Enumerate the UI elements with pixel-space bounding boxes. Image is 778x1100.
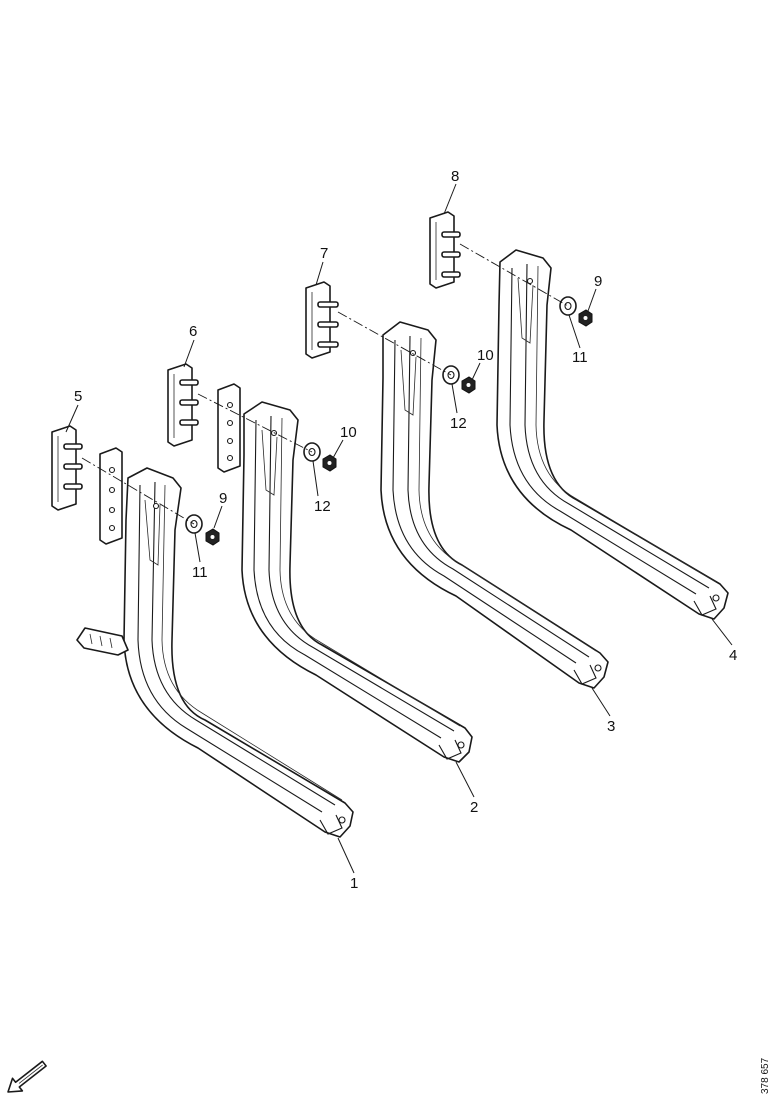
callout-11-left: 11 bbox=[192, 564, 208, 581]
callout-8: 8 bbox=[451, 168, 459, 185]
callouts: 1 2 3 4 5 6 7 8 9 9 10 10 11 11 12 12 bbox=[74, 168, 737, 892]
stay-4 bbox=[496, 249, 729, 620]
callout-3: 3 bbox=[607, 718, 615, 735]
callout-6: 6 bbox=[189, 323, 197, 340]
callout-12-right: 12 bbox=[450, 415, 467, 432]
stay-3 bbox=[380, 321, 609, 689]
callout-7: 7 bbox=[320, 245, 328, 262]
callout-10-left: 10 bbox=[340, 424, 357, 441]
callout-9-right: 9 bbox=[594, 273, 602, 290]
arrow-down-left-icon bbox=[7, 1060, 47, 1093]
callout-5: 5 bbox=[74, 388, 82, 405]
callout-2: 2 bbox=[470, 799, 478, 816]
bracket-5 bbox=[51, 425, 123, 545]
leader-lines bbox=[65, 183, 733, 874]
washer-11-right bbox=[559, 296, 577, 316]
nut-10-left bbox=[322, 454, 337, 472]
nut-10-right bbox=[461, 376, 476, 394]
bracket-7 bbox=[305, 281, 339, 359]
stay-2 bbox=[241, 401, 473, 763]
stay-1 bbox=[76, 467, 354, 838]
callout-9-left: 9 bbox=[219, 490, 227, 507]
bracket-6 bbox=[167, 363, 241, 473]
assembly-lines bbox=[81, 243, 569, 525]
bracket-8 bbox=[429, 211, 461, 289]
reference-number: 378 657 bbox=[760, 1057, 771, 1094]
nut-9-right bbox=[578, 309, 593, 327]
nut-9-left bbox=[205, 528, 220, 546]
callout-12-left: 12 bbox=[314, 498, 331, 515]
callout-10-right: 10 bbox=[477, 347, 494, 364]
callout-1: 1 bbox=[350, 875, 358, 892]
callout-4: 4 bbox=[729, 647, 737, 664]
callout-11-right: 11 bbox=[572, 349, 588, 366]
